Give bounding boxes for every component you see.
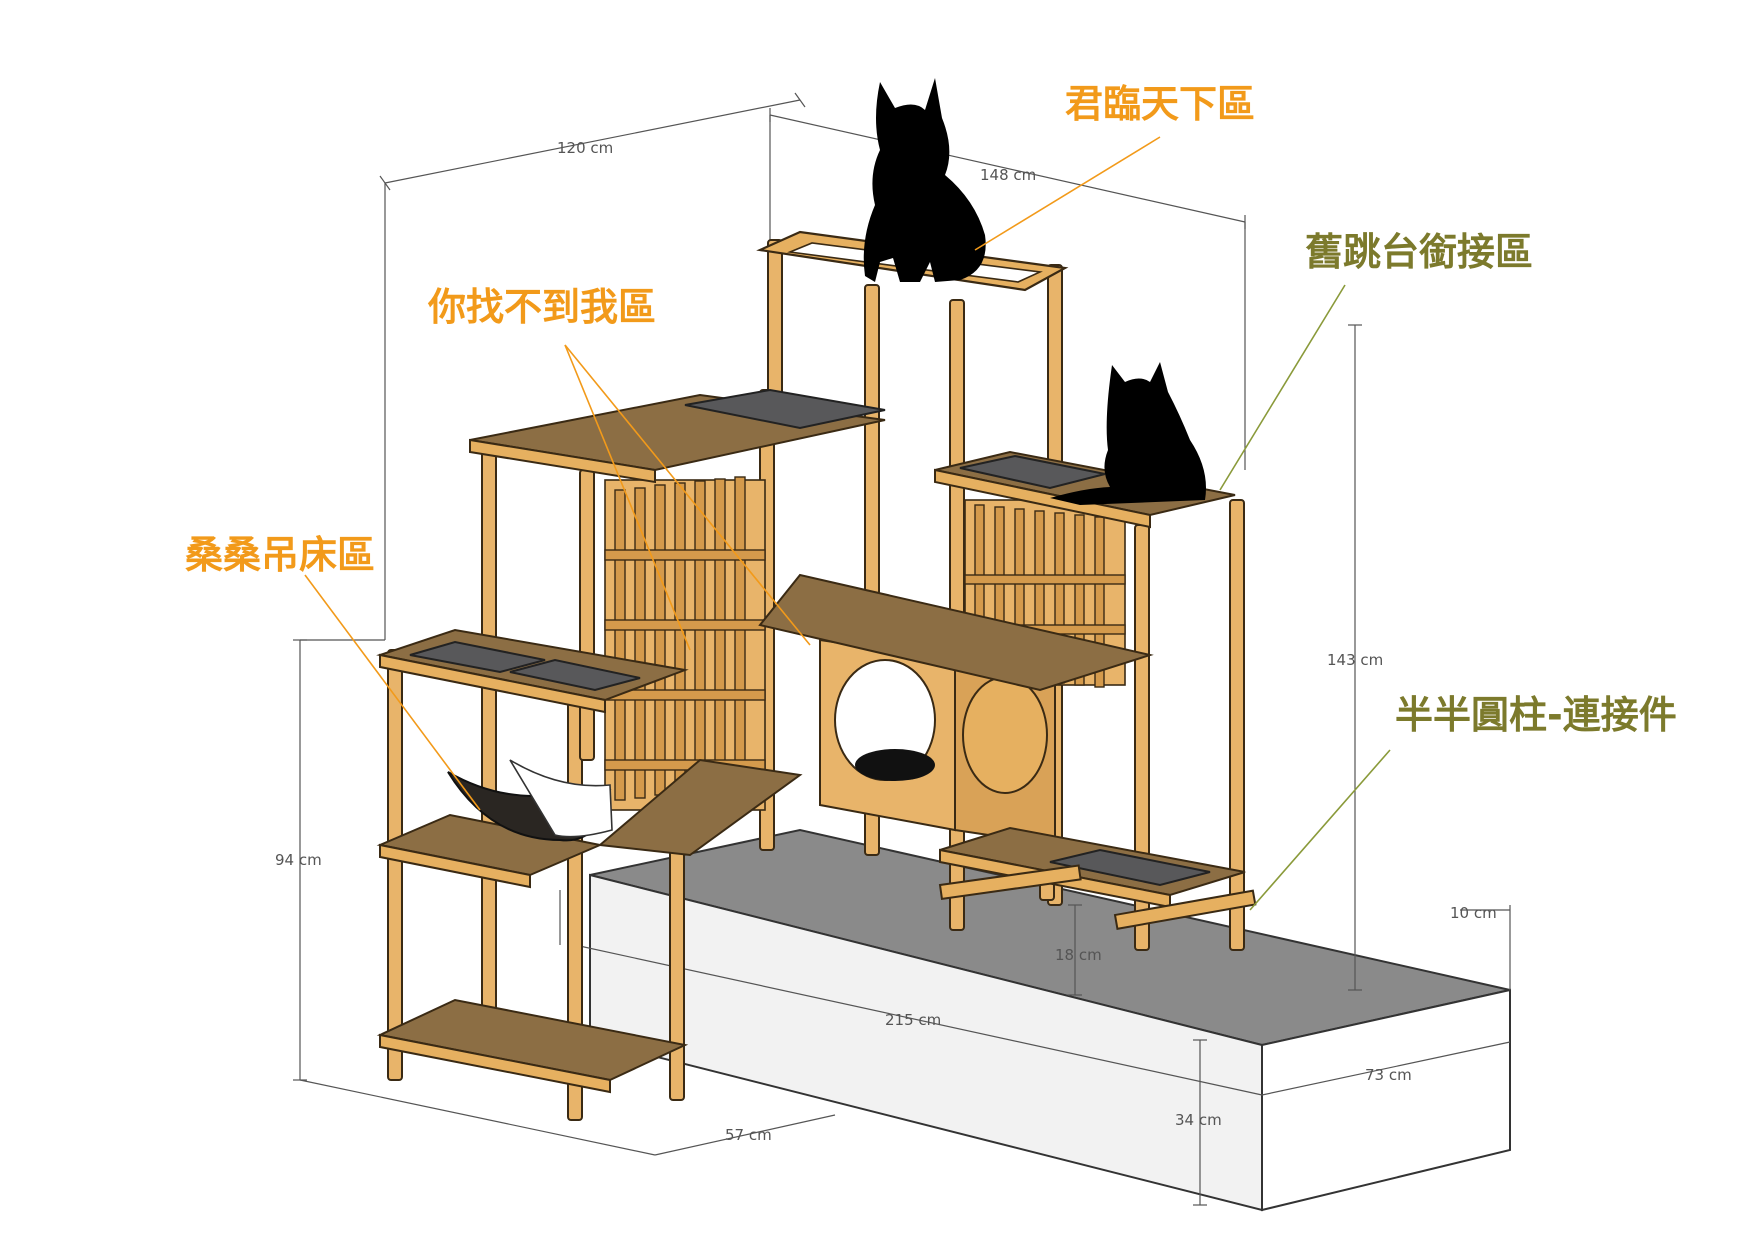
leader-lines	[304, 136, 1391, 911]
hammock	[447, 759, 613, 842]
dim-215: 215 cm	[885, 1011, 941, 1029]
dim-73: 73 cm	[1365, 1066, 1412, 1084]
dim-120: 120 cm	[557, 139, 613, 157]
dim-94: 94 cm	[275, 851, 322, 869]
shelves	[376, 230, 1257, 1094]
cube-house	[819, 638, 1056, 847]
base-platform	[589, 828, 1511, 1212]
dim-34: 34 cm	[1175, 1111, 1222, 1129]
dim-18: 18 cm	[1055, 946, 1102, 964]
zone-label-hammock: 桑桑吊床區	[185, 533, 375, 577]
zone-label-top: 君臨天下區	[1065, 82, 1255, 126]
dim-143: 143 cm	[1327, 651, 1383, 669]
cat-silhouette-right	[1050, 362, 1206, 505]
zone-label-hidden: 你找不到我區	[427, 285, 656, 329]
dim-148: 148 cm	[980, 166, 1036, 184]
dim-57: 57 cm	[725, 1126, 772, 1144]
zone-label-old-platform: 舊跳台銜接區	[1305, 230, 1533, 274]
zone-label-connector: 半半圓柱-連接件	[1395, 693, 1677, 737]
zone-labels: 君臨天下區 你找不到我區 桑桑吊床區 舊跳台銜接區 半半圓柱-連接件	[185, 82, 1677, 737]
dimension-labels: 120 cm 148 cm 143 cm 94 cm 57 cm 215 cm …	[275, 139, 1497, 1144]
slatted-panel-left	[604, 476, 766, 811]
dim-10: 10 cm	[1450, 904, 1497, 922]
cat-silhouette-top	[863, 78, 986, 282]
